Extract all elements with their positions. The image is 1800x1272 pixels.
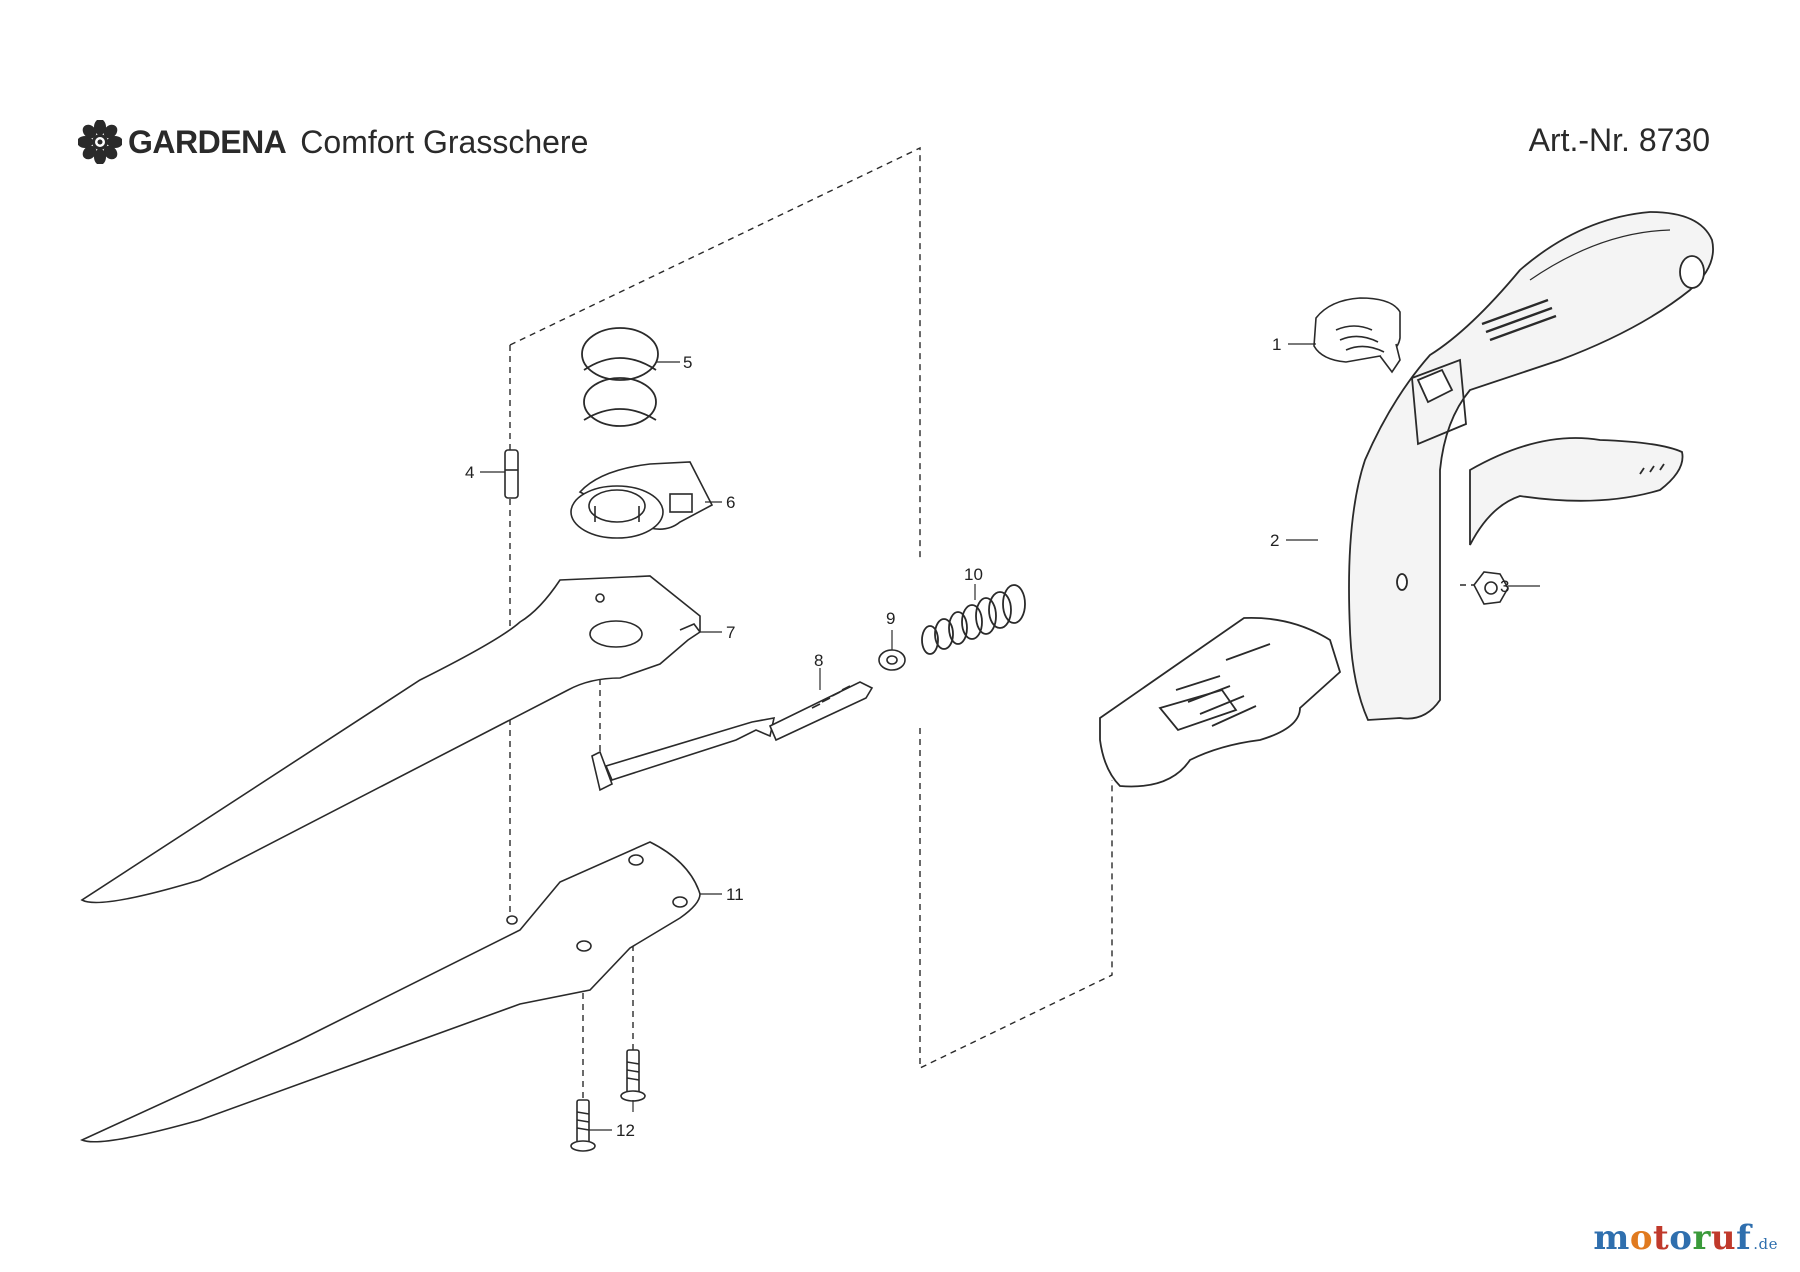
header-brand: GARDENA Comfort Grasschere [78,118,588,166]
watermark-letter: o [1669,1218,1693,1258]
callout-numbers: 1 2 3 4 5 6 7 8 9 10 11 12 [465,335,1509,1140]
part-3-nut [1473,571,1540,605]
part-9-washer [878,630,906,671]
callout-12: 12 [616,1121,635,1140]
callout-11: 11 [726,885,744,904]
callout-6: 6 [726,493,735,512]
part-7-upper-blade [80,575,722,904]
brand-name: GARDENA [128,123,287,160]
article-number: Art.-Nr. 8730 [1528,122,1710,158]
watermark-letter: f [1736,1218,1752,1258]
callout-10: 10 [964,565,983,584]
part-4-pin [480,449,519,499]
part-11-lower-blade [80,841,722,1143]
gardena-flower-icon [78,120,122,164]
watermark-logo: motoruf.de [1593,1218,1778,1258]
callout-1: 1 [1272,335,1281,354]
watermark-letter: r [1692,1218,1711,1258]
part-2-handle-body [1099,211,1714,788]
watermark-letter: m [1593,1218,1630,1258]
watermark-tld: .de [1753,1235,1778,1253]
callout-8: 8 [814,651,823,670]
product-title: Comfort Grasschere [300,123,589,160]
callout-4: 4 [465,463,474,482]
part-5-spring [581,327,680,427]
watermark-letter: o [1629,1218,1654,1258]
callout-2: 2 [1270,531,1279,550]
watermark-letter: t [1653,1218,1670,1258]
part-1-lock-button [1313,297,1401,374]
part-6-bearing [570,461,722,539]
callout-7: 7 [726,623,735,642]
part-12-screws [570,1049,646,1152]
callout-5: 5 [683,353,692,372]
part-10-compression-spring [921,584,1026,655]
callout-9: 9 [886,609,895,628]
watermark-letters: motoruf [1593,1218,1751,1258]
part-8-rod [591,668,874,792]
callout-3: 3 [1500,577,1509,596]
watermark-letter: u [1710,1218,1737,1258]
